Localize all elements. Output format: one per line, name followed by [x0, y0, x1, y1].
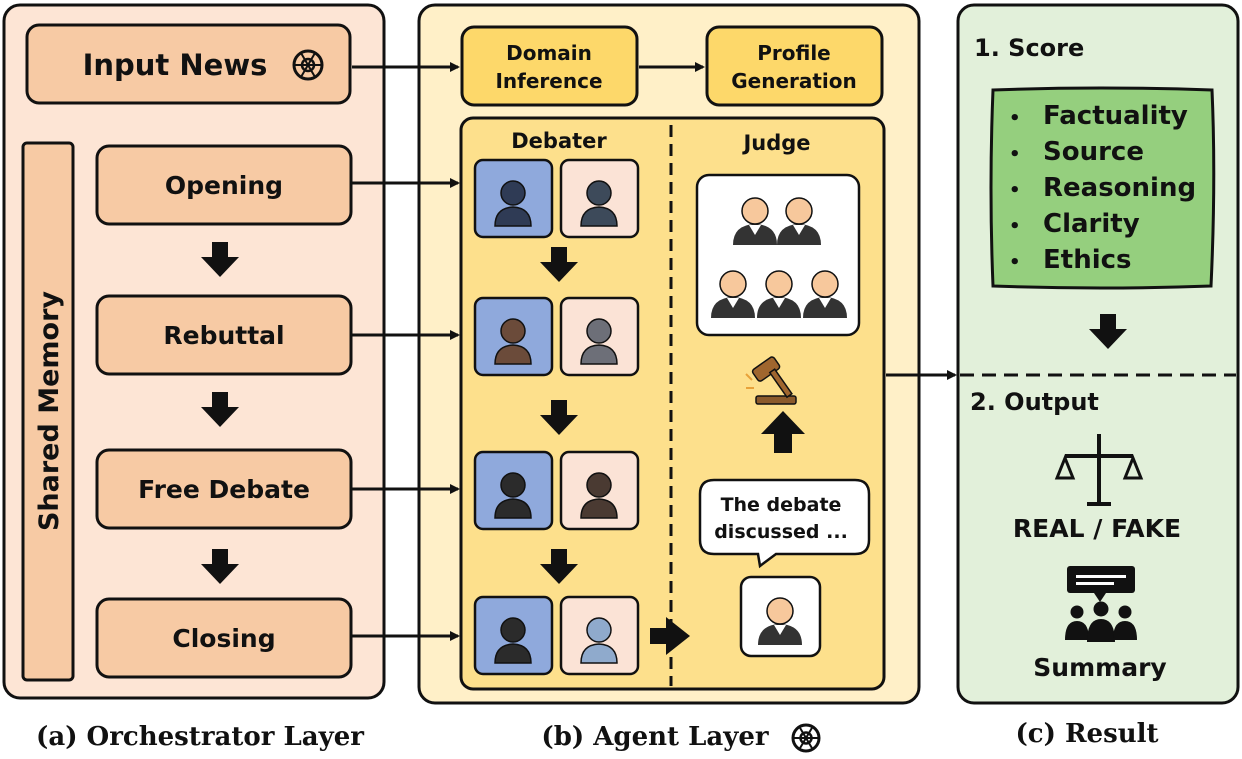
stage-rebuttal-label: Rebuttal	[163, 321, 284, 350]
gavel-icon	[745, 356, 797, 405]
scale-icon	[1054, 434, 1144, 506]
stage-closing-label: Closing	[172, 624, 275, 653]
debater-pair-free-debate	[473, 450, 640, 531]
criterion-clarity: Clarity	[1043, 209, 1140, 239]
judge-title: Judge	[741, 131, 810, 155]
domain-inference-line1: Domain	[506, 41, 592, 65]
svg-text:•: •	[1009, 108, 1021, 129]
stage-closing: Closing	[95, 597, 353, 679]
debater-pair-rebuttal	[473, 296, 640, 377]
domain-inference-line2: Inference	[495, 69, 602, 93]
svg-text:•: •	[1009, 252, 1021, 273]
openai-logo-icon	[292, 49, 324, 81]
summary-label: Summary	[1033, 653, 1166, 682]
score-title: 1. Score	[974, 34, 1084, 62]
criterion-factuality: Factuality	[1043, 101, 1188, 131]
summary-icon	[1065, 566, 1137, 642]
judge-up-arrow	[761, 411, 805, 453]
svg-text:•: •	[1009, 180, 1021, 201]
profile-generation-box: Profile Generation	[705, 25, 884, 107]
debater-pair-closing	[473, 595, 640, 676]
caption-result: (c) Result	[1015, 719, 1158, 749]
score-criteria-box: • • • • • Factuality Source Reasoning Cl…	[989, 86, 1216, 290]
criterion-reasoning: Reasoning	[1043, 173, 1196, 203]
flow-arrows	[352, 62, 957, 641]
caption-orchestrator: (a) Orchestrator Layer	[36, 722, 364, 752]
profile-generation-line1: Profile	[757, 41, 831, 65]
debater-title: Debater	[511, 129, 607, 153]
stage-free-debate-label: Free Debate	[138, 475, 310, 504]
domain-inference-box: Domain Inference	[460, 25, 639, 107]
profile-generation-line2: Generation	[731, 69, 857, 93]
stage-opening-label: Opening	[165, 171, 283, 200]
criterion-ethics: Ethics	[1043, 245, 1132, 275]
judge-speech-bubble: The debate discussed ...	[698, 478, 871, 569]
closing-to-judge-arrow	[650, 617, 690, 655]
caption-agent: (b) Agent Layer	[541, 722, 768, 752]
stage-opening: Opening	[95, 144, 353, 226]
output-title: 2. Output	[970, 388, 1099, 416]
speech-line2: discussed ...	[714, 521, 848, 543]
criterion-source: Source	[1043, 137, 1144, 167]
input-news-box: Input News	[25, 23, 352, 105]
input-news-label: Input News	[83, 48, 268, 82]
verdict-label: REAL / FAKE	[1013, 514, 1181, 543]
openai-logo-icon	[791, 723, 821, 753]
stage-rebuttal: Rebuttal	[95, 294, 353, 376]
svg-text:•: •	[1009, 216, 1021, 237]
shared-memory-label: Shared Memory	[34, 291, 65, 531]
stage-free-debate: Free Debate	[95, 448, 353, 530]
judge-avatar	[739, 575, 822, 658]
svg-text:•: •	[1009, 144, 1021, 165]
judge-panel-image	[695, 173, 861, 337]
shared-memory-bar: Shared Memory	[21, 141, 75, 682]
speech-line1: The debate	[721, 494, 842, 516]
debater-pair-opening	[473, 158, 640, 239]
